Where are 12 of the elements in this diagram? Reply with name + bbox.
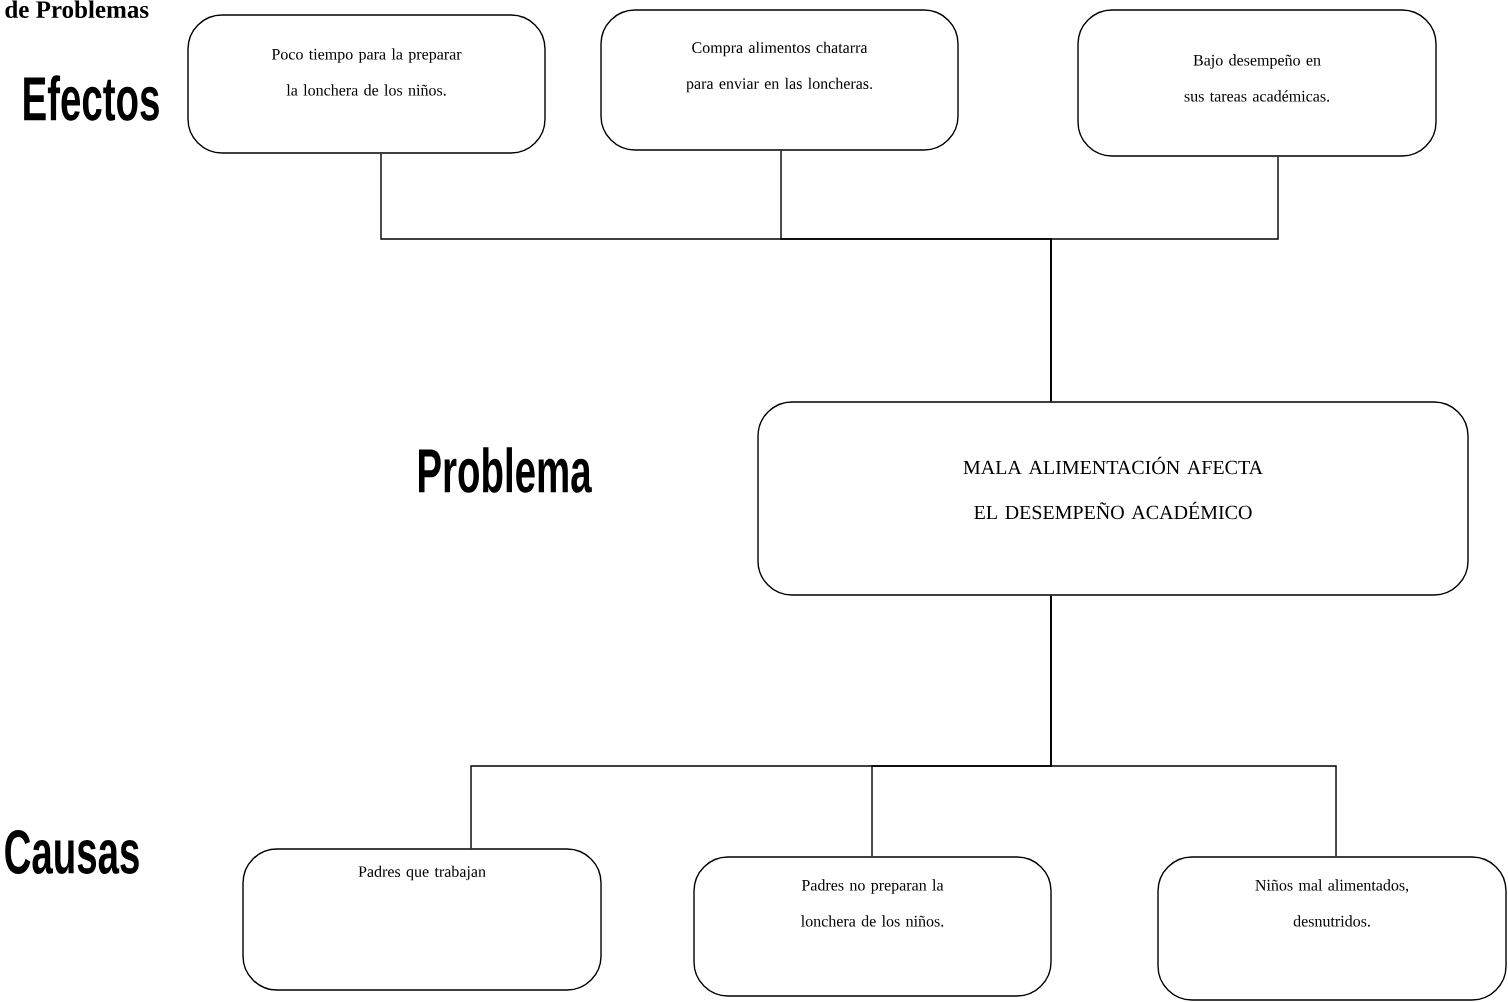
- text-box: Compra alimentos chatarra para enviar en las loncheras.: [600, 9, 959, 151]
- text-box: Padres no preparan la lonchera de los niños.: [693, 856, 1052, 997]
- text-box: Poco tiempo para la preparar la lonchera de los niños.: [187, 14, 546, 154]
- connector-line: [1050, 156, 1279, 402]
- text-box: Niños mal alimentados, desnutridos.: [1157, 856, 1507, 1001]
- section-heading: Problema: [419, 447, 592, 493]
- text-box: MALA ALIMENTACIÓN AFECTA EL DESEMPEÑO ACADÉMICO: [757, 401, 1469, 596]
- text-box: Bajo desempeño en sus tareas académicas.: [1077, 9, 1437, 157]
- text-box: Padres que trabajan: [242, 848, 602, 991]
- section-heading: Causas: [5, 830, 139, 874]
- title: de Problemas: [5, 0, 149, 18]
- connector-line: [1050, 595, 1337, 857]
